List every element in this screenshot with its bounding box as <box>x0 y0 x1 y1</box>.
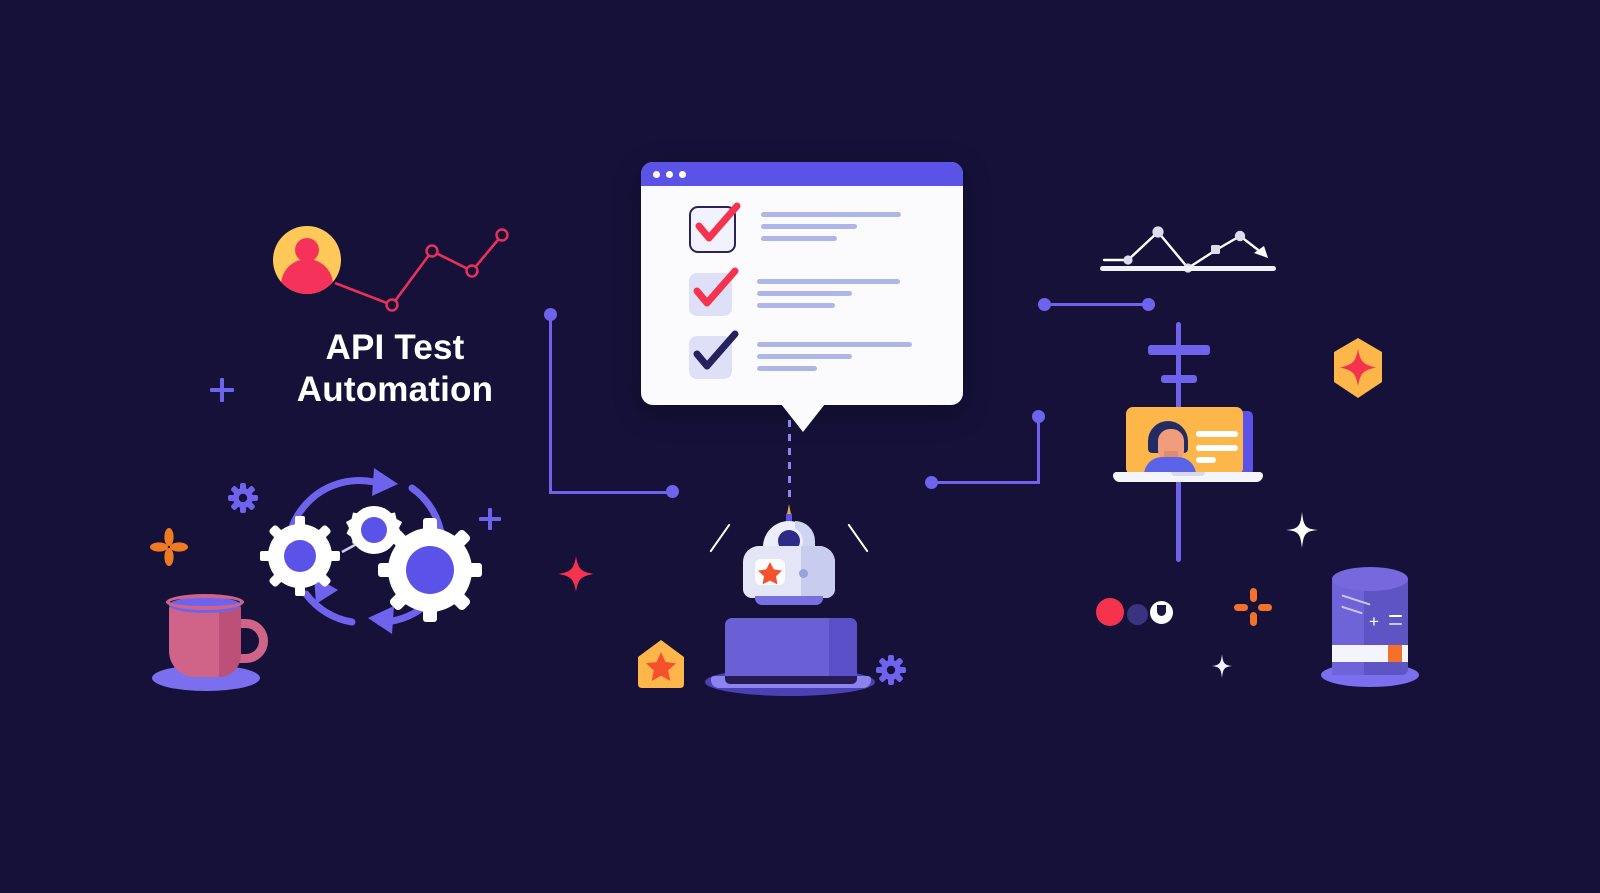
gear-small-icon <box>346 506 402 554</box>
window-dot-green-icon[interactable] <box>679 171 686 178</box>
battery-cap <box>1332 567 1408 591</box>
status-dot-red <box>1096 598 1124 626</box>
connector-far-right <box>1038 298 1158 314</box>
automation-cycle <box>260 468 482 634</box>
text-line <box>761 236 837 241</box>
page-title: API Test Automation <box>270 327 520 411</box>
mug-handle <box>232 619 268 663</box>
checklist-text-1 <box>761 206 901 248</box>
checkbox-2[interactable] <box>689 267 739 316</box>
profile-text-line <box>1196 445 1238 451</box>
plus-purple-mid-icon <box>479 508 501 530</box>
cross-secondary-bar <box>1161 375 1197 383</box>
battery-band <box>1332 645 1408 662</box>
user-trend-line <box>334 228 509 312</box>
star-icon <box>758 562 782 585</box>
sparkle-red-icon <box>558 556 594 592</box>
gear-small-purple-left-icon <box>228 483 258 513</box>
mug-body <box>169 603 241 677</box>
plus-purple-left-icon <box>210 378 234 402</box>
spark-line-left-icon <box>709 523 731 553</box>
avatar-body <box>281 259 333 294</box>
checklist-item-3[interactable] <box>689 316 963 379</box>
text-line <box>757 291 852 296</box>
sparkle-white-small-icon <box>1212 654 1232 678</box>
battery-minus-mark <box>1389 615 1402 617</box>
checklist-item-1[interactable] <box>689 186 963 253</box>
status-dot-white <box>1150 601 1173 624</box>
coffee-mug <box>152 594 268 691</box>
battery-cylinder: + <box>1321 563 1419 691</box>
title-line-1: API Test <box>325 328 465 367</box>
checkbox-3[interactable] <box>689 330 739 379</box>
gear-medium-icon <box>260 516 340 596</box>
connector-right <box>922 410 1048 489</box>
text-line <box>761 212 901 217</box>
profile-text-line <box>1196 457 1216 463</box>
spark-line-right-icon <box>847 523 869 553</box>
robot-indicator-light <box>799 569 808 578</box>
cross-horizontal-bar <box>1148 345 1210 355</box>
home-badge-star-icon <box>638 640 684 688</box>
checklist-text-3 <box>757 336 912 378</box>
dashed-link <box>788 420 791 498</box>
window-titlebar[interactable] <box>641 162 963 186</box>
sparkle-orange-left-icon <box>150 528 188 566</box>
battery-plus-label: + <box>1369 612 1379 631</box>
checkbox-1[interactable] <box>689 202 741 253</box>
battery-minus-mark-2 <box>1389 623 1402 625</box>
check-icon-red <box>695 202 741 242</box>
robot-body <box>743 546 835 598</box>
person-torso <box>1144 457 1196 475</box>
user-avatar-icon <box>273 226 341 294</box>
text-line <box>757 342 912 347</box>
profile-screen <box>1126 407 1243 475</box>
test-bot[interactable] <box>709 504 869 605</box>
text-line <box>757 354 852 359</box>
robot-foot <box>755 596 823 605</box>
window-dot-yellow-icon[interactable] <box>666 171 673 178</box>
robot-star-badge <box>755 559 785 585</box>
text-line <box>757 303 835 308</box>
purple-laptop[interactable] <box>705 618 875 696</box>
analytics-trend <box>1102 226 1268 273</box>
title-line-2: Automation <box>296 370 494 409</box>
text-line <box>761 224 857 229</box>
check-icon-red <box>693 267 739 307</box>
profile-laptop[interactable] <box>1113 404 1263 494</box>
text-line <box>757 366 817 371</box>
gear-large-icon <box>378 518 482 622</box>
check-icon-navy <box>693 330 739 370</box>
text-line <box>757 279 900 284</box>
checklist-item-2[interactable] <box>689 253 963 316</box>
checklist-window[interactable] <box>641 162 963 432</box>
status-dot-purple <box>1127 604 1148 625</box>
plus-orange-right-icon <box>1234 588 1272 626</box>
laptop-screen <box>725 618 857 678</box>
checklist-text-2 <box>757 273 900 315</box>
sparkle-white-top-icon <box>1286 512 1318 548</box>
chart-baseline <box>1100 266 1276 271</box>
gear-small-purple-bottom-icon <box>876 655 906 685</box>
avatar-head <box>295 238 319 262</box>
connector-left <box>540 308 686 498</box>
gem-orange-icon <box>1334 338 1382 398</box>
mug-liquid <box>166 594 244 613</box>
laptop-deck <box>1113 472 1263 482</box>
profile-text-line <box>1196 431 1238 437</box>
window-dot-red-icon[interactable] <box>653 171 660 178</box>
laptop-base <box>711 676 871 688</box>
